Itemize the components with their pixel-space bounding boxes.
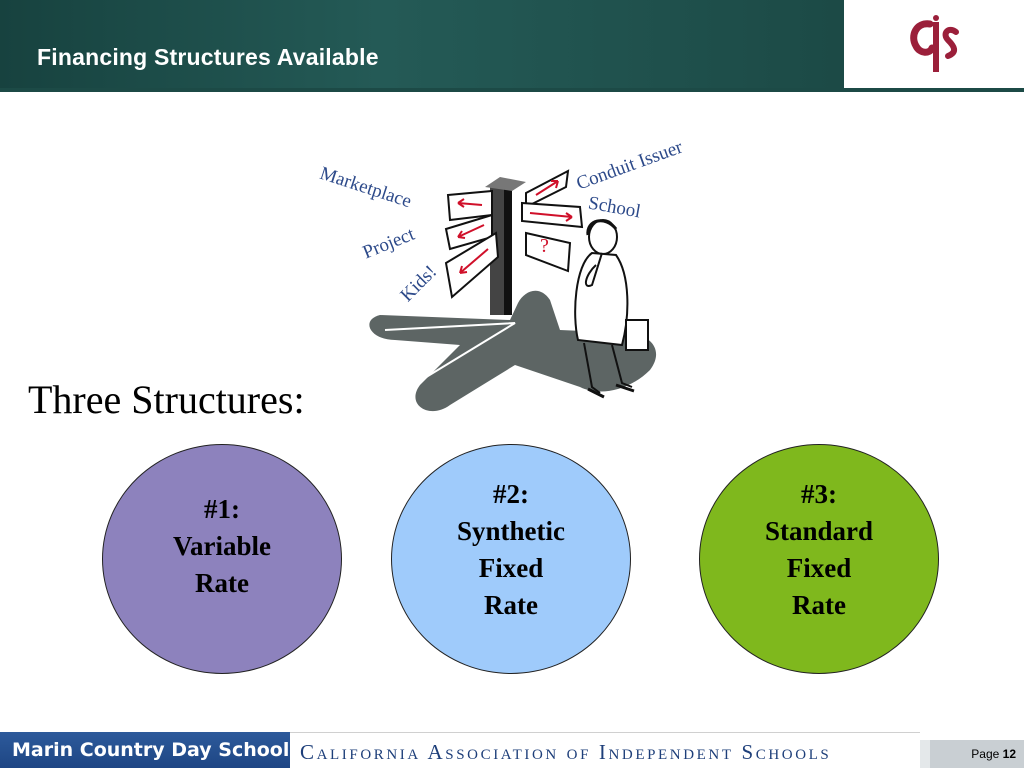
page-label: Page [971, 747, 1003, 761]
structure-line: Rate [484, 590, 538, 620]
structure-line: Standard [764, 516, 874, 546]
structure-circle-2: #2: Synthetic Fixed Rate [391, 444, 631, 674]
header-divider [0, 88, 1024, 92]
structure-line: Fixed [478, 553, 544, 583]
question-mark: ? [540, 235, 549, 257]
signpost-businessman-icon [369, 169, 657, 412]
structure-circle-1: #1: Variable Rate [102, 444, 342, 674]
footer-school-name: Marin Country Day School [0, 732, 290, 768]
structure-line: Variable [172, 531, 271, 561]
structures-heading: Three Structures: [28, 377, 305, 422]
signpost-illustration: Marketplace Conduit Issuer School Projec… [300, 125, 700, 420]
structure-number: #2: [493, 479, 529, 509]
cais-logo-icon [910, 15, 959, 72]
structure-number: #1: [204, 494, 240, 524]
logo-container [843, 0, 1024, 88]
structure-circle-3: #3: Standard Fixed Rate [699, 444, 939, 674]
structure-line: Rate [792, 590, 846, 620]
structure-line: Synthetic [457, 516, 565, 546]
page-number-box: Page 12 [920, 740, 1024, 768]
footer-association-name: California Association of Independent Sc… [290, 732, 920, 768]
structure-line: Fixed [786, 553, 852, 583]
structure-number: #3: [801, 479, 837, 509]
page-title: Financing Structures Available [37, 44, 379, 70]
structure-line: Rate [195, 568, 249, 598]
header-bar: Financing Structures Available [0, 0, 843, 88]
page-number: 12 [1002, 747, 1016, 761]
